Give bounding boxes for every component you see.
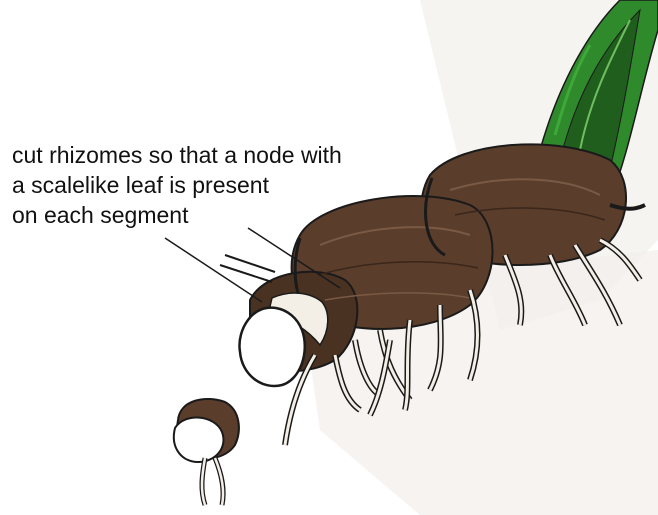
annotation-caption: cut rhizomes so that a node with a scale…	[12, 140, 432, 230]
cut-face	[239, 308, 304, 386]
annotation-line-3: on each segment	[12, 200, 432, 230]
annotation-line-1: cut rhizomes so that a node with	[12, 140, 432, 170]
annotation-line-2: a scalelike leaf is present	[12, 170, 432, 200]
